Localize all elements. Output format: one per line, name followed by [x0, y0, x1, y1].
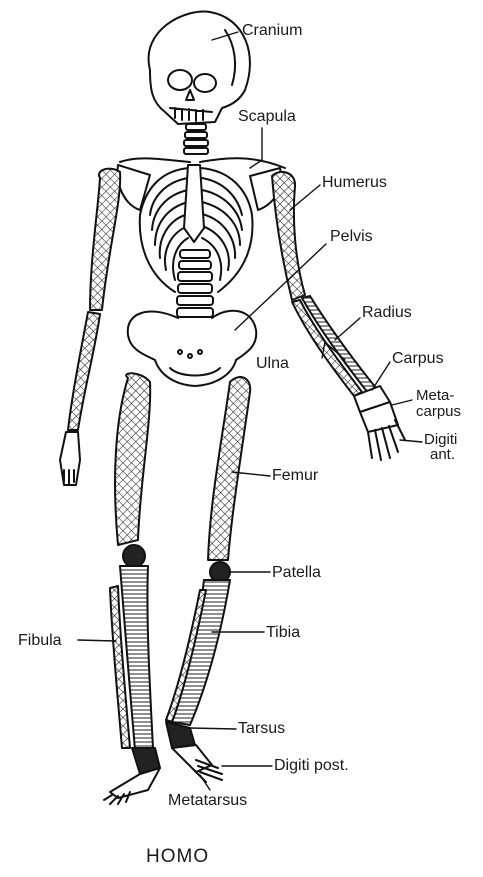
- ulna-right: [292, 300, 362, 396]
- humerus-right: [272, 172, 305, 300]
- pelvis-bone: [128, 311, 257, 386]
- cranium-bone: [149, 12, 250, 124]
- tarsus-right: [166, 722, 195, 748]
- label-radius: Radius: [362, 304, 412, 321]
- label-metatarsus: Metatarsus: [168, 792, 247, 809]
- figure-caption: HOMO: [146, 846, 209, 868]
- label-ulna: Ulna: [256, 355, 289, 372]
- label-carpus: Carpus: [392, 350, 444, 367]
- femur-left: [115, 373, 150, 545]
- label-fibula: Fibula: [18, 632, 62, 649]
- label-femur: Femur: [272, 467, 318, 484]
- foot-left: [110, 768, 160, 798]
- label-digiti-post: Digiti post.: [274, 757, 349, 774]
- label-digiti-ant-line1: Digiti: [424, 432, 457, 447]
- label-patella: Patella: [272, 564, 321, 581]
- patella-left: [123, 545, 145, 567]
- label-pelvis: Pelvis: [330, 228, 373, 245]
- cervical-vertebrae: [184, 124, 208, 154]
- femur-right: [208, 377, 250, 560]
- label-scapula: Scapula: [238, 108, 296, 125]
- clavicle-right: [200, 158, 285, 168]
- lumbar-vertebrae: [177, 250, 213, 317]
- label-metacarpus-line1: Meta-: [416, 388, 454, 403]
- label-digiti-ant-line2: ant.: [430, 447, 455, 462]
- label-tarsus: Tarsus: [238, 720, 285, 737]
- label-tibia: Tibia: [266, 624, 300, 641]
- label-metacarpus-line2: carpus: [416, 404, 461, 419]
- label-humerus: Humerus: [322, 174, 387, 191]
- scapula-left: [117, 165, 150, 210]
- humerus-left: [90, 169, 120, 310]
- clavicle-left: [120, 158, 190, 162]
- forearm-left: [68, 312, 100, 430]
- label-cranium: Cranium: [242, 22, 302, 39]
